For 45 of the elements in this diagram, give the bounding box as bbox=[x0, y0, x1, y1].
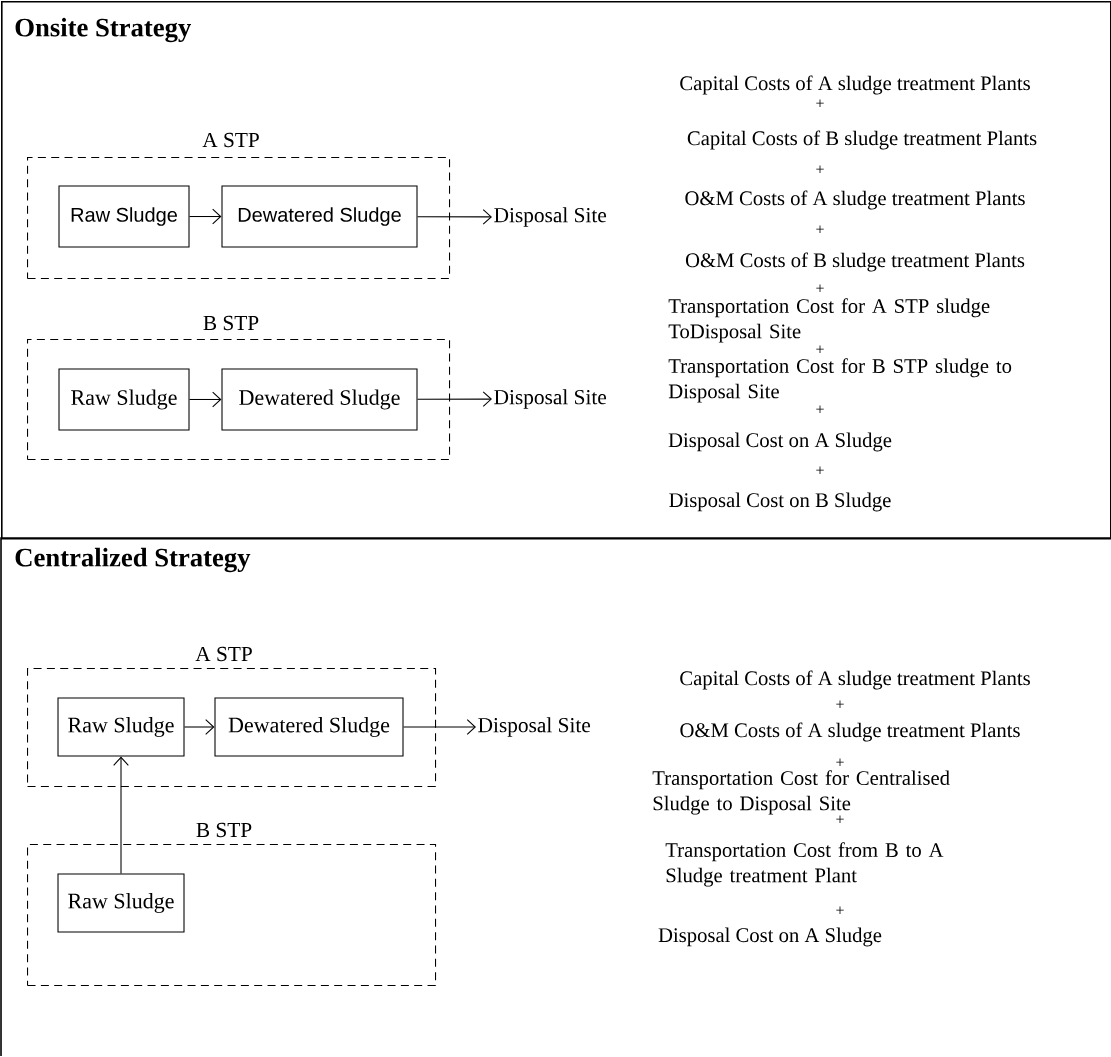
process-box: Dewatered Sludge bbox=[214, 697, 404, 757]
plus-sign: + bbox=[816, 99, 824, 107]
plus-sign: + bbox=[836, 758, 844, 766]
node-label: A STP bbox=[202, 132, 259, 148]
cost-term: Capital Costs of B sludge treatment Plants bbox=[687, 130, 1037, 150]
process-box: Dewatered Sludge bbox=[221, 185, 418, 248]
plus-sign: + bbox=[836, 700, 844, 708]
plus-sign: + bbox=[816, 225, 824, 233]
node-label: B STP bbox=[203, 315, 259, 331]
process-box: Raw Sludge bbox=[57, 873, 185, 933]
plus-sign: + bbox=[836, 815, 844, 823]
plus-sign: + bbox=[816, 284, 824, 292]
cost-term: Transportation Cost for Centralised Sludge to Disposal Site bbox=[652, 770, 950, 815]
node-label: B STP bbox=[196, 822, 252, 838]
process-box: Raw Sludge bbox=[58, 368, 190, 431]
cost-term: Disposal Cost on A Sludge bbox=[658, 927, 882, 947]
cost-term: O&M Costs of A sludge treatment Plants bbox=[685, 190, 1025, 210]
plus-sign: + bbox=[836, 906, 844, 914]
plus-sign: + bbox=[816, 165, 824, 173]
arrow bbox=[403, 719, 476, 735]
destination-label: Disposal Site bbox=[478, 717, 591, 737]
cost-term: O&M Costs of B sludge treatment Plants bbox=[685, 252, 1025, 272]
cost-term: Transportation Cost for B STP sludge to Disposal Site bbox=[668, 358, 1012, 403]
cost-term: Capital Costs of A sludge treatment Plants bbox=[680, 75, 1030, 95]
destination-label: Disposal Site bbox=[494, 207, 607, 227]
cost-term: O&M Costs of A sludge treatment Plants bbox=[680, 722, 1020, 742]
arrow bbox=[189, 391, 222, 408]
process-box: Raw Sludge bbox=[58, 185, 190, 248]
cost-term: Capital Costs of A sludge treatment Plants bbox=[680, 670, 1030, 690]
plus-sign: + bbox=[816, 345, 824, 353]
process-box: Dewatered Sludge bbox=[221, 368, 418, 431]
cost-term: Disposal Cost on B Sludge bbox=[669, 492, 891, 512]
cost-term: Transportation Cost from B to A Sludge treatment Plant bbox=[665, 842, 944, 887]
arrow bbox=[184, 719, 215, 735]
arrow bbox=[417, 391, 492, 407]
plus-sign: + bbox=[816, 405, 824, 413]
cost-term: Transportation Cost for A STP sludge ToDisposal Site bbox=[668, 298, 990, 343]
plus-sign: + bbox=[816, 466, 824, 474]
arrow bbox=[113, 756, 129, 874]
arrow bbox=[417, 209, 492, 225]
node-label: A STP bbox=[195, 646, 252, 662]
destination-label: Disposal Site bbox=[494, 389, 607, 409]
arrow bbox=[189, 208, 222, 225]
cost-term: Disposal Cost on A Sludge bbox=[668, 432, 892, 452]
process-box: Raw Sludge bbox=[57, 697, 185, 757]
